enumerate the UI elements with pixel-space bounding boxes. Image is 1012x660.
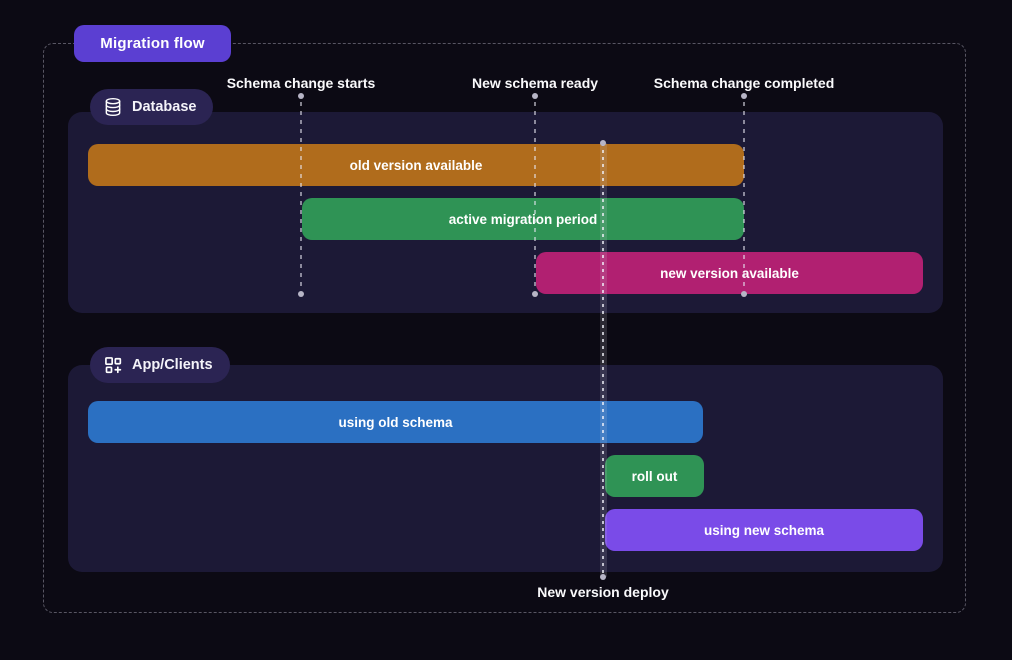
milestone-label: New schema ready bbox=[471, 75, 599, 91]
deploy-line bbox=[600, 143, 607, 577]
database-label: Database bbox=[132, 99, 197, 115]
app-clients-label: App/Clients bbox=[132, 357, 213, 373]
milestone-dot-top bbox=[532, 93, 538, 99]
milestone-guide-line bbox=[534, 102, 536, 291]
milestone-dot-bottom bbox=[741, 291, 747, 297]
timeline-bar-using-new-schema: using new schema bbox=[605, 509, 923, 551]
timeline-bar-roll-out: roll out bbox=[605, 455, 704, 497]
deploy-line-dashes bbox=[602, 143, 604, 577]
deploy-line-dot-top bbox=[600, 140, 606, 146]
diagram-title: Migration flow bbox=[100, 35, 205, 52]
milestone-guide-line bbox=[300, 102, 302, 291]
milestone-dot-top bbox=[741, 93, 747, 99]
app-clients-label-pill: App/Clients bbox=[90, 347, 230, 383]
database-icon bbox=[103, 97, 123, 117]
timeline-bar-new-version-available: new version available bbox=[536, 252, 923, 294]
apps-plus-icon bbox=[103, 355, 123, 375]
diagram-frame bbox=[43, 43, 966, 613]
database-label-pill: Database bbox=[90, 89, 214, 125]
milestone-dot-top bbox=[298, 93, 304, 99]
timeline-bar-active-migration-period: active migration period bbox=[302, 198, 744, 240]
timeline-bar-using-old-schema: using old schema bbox=[88, 401, 703, 443]
milestone-label: Schema change completed bbox=[653, 75, 835, 91]
deploy-line-dot-bottom bbox=[600, 574, 606, 580]
milestone-dot-bottom bbox=[298, 291, 304, 297]
diagram-title-badge: Migration flow bbox=[74, 25, 231, 62]
deploy-label: New version deploy bbox=[537, 584, 669, 600]
milestone-label: Schema change starts bbox=[226, 75, 376, 91]
timeline-bar-old-version-available: old version available bbox=[88, 144, 744, 186]
milestone-guide-line bbox=[743, 102, 745, 291]
milestone-dot-bottom bbox=[532, 291, 538, 297]
